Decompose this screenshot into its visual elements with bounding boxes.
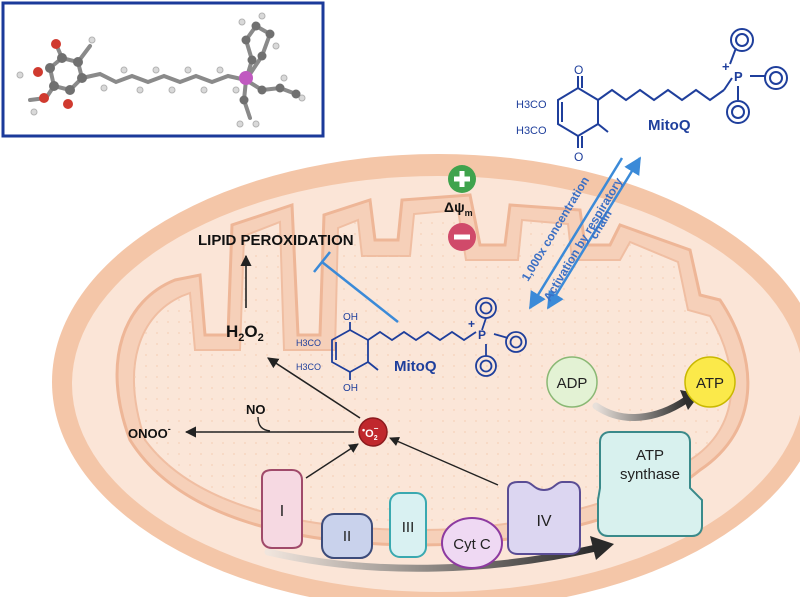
atp-synthase-label-line2: synthase [620, 466, 680, 483]
complex-III: III [390, 493, 426, 557]
adp-label: ADP [557, 375, 588, 392]
minus-charge-icon [448, 223, 476, 251]
methoxy-label-top-reduced: H3CO [296, 338, 321, 348]
atp-synthase: ATP synthase [598, 432, 702, 536]
no-label: NO [246, 402, 266, 417]
complex-I: I [262, 470, 302, 548]
cyt-c-label: Cyt C [453, 536, 491, 553]
methoxy-label-bottom: H3CO [516, 125, 547, 137]
oxo-label-bottom: O [574, 150, 583, 164]
lipid-peroxidation-label: LIPID PEROXIDATION [198, 232, 354, 249]
mitoq-name-top: MitoQ [648, 117, 691, 134]
adp-node: ADP [547, 357, 597, 407]
plus-charge-icon [448, 165, 476, 193]
complex-II: II [322, 514, 372, 558]
complex-II-label: II [343, 528, 351, 545]
molecule-3d-inset [3, 3, 323, 136]
atp-node: ATP [685, 357, 735, 407]
complex-I-label: I [280, 503, 284, 520]
atp-synthase-label-line1: ATP [636, 447, 664, 464]
peroxynitrite-label: ONOO- [128, 424, 171, 441]
mitoq-structure-top: O O H3CO H3CO P + MitoQ [516, 29, 787, 164]
hydroxyl-label-bottom: OH [343, 383, 358, 394]
complex-IV-label: IV [536, 513, 551, 530]
methoxy-label-bottom-reduced: H3CO [296, 362, 321, 372]
complex-IV: IV [508, 482, 580, 554]
membrane-potential: Δψm [444, 165, 476, 251]
phosphonium-label: P [734, 69, 743, 84]
atp-label: ATP [696, 375, 724, 392]
complex-III-label: III [402, 519, 415, 536]
cytochrome-c: Cyt C [442, 518, 502, 568]
charge-plus-label: + [722, 59, 730, 74]
hydroxyl-label-top: OH [343, 312, 358, 323]
charge-plus-label-reduced: + [468, 317, 475, 331]
mitoq-name-reduced: MitoQ [394, 358, 437, 375]
methoxy-label-top: H3CO [516, 99, 547, 111]
superoxide-node: •O2− [359, 418, 387, 446]
oxo-label-top: O [574, 63, 583, 77]
phosphonium-label-reduced: P [478, 328, 486, 342]
